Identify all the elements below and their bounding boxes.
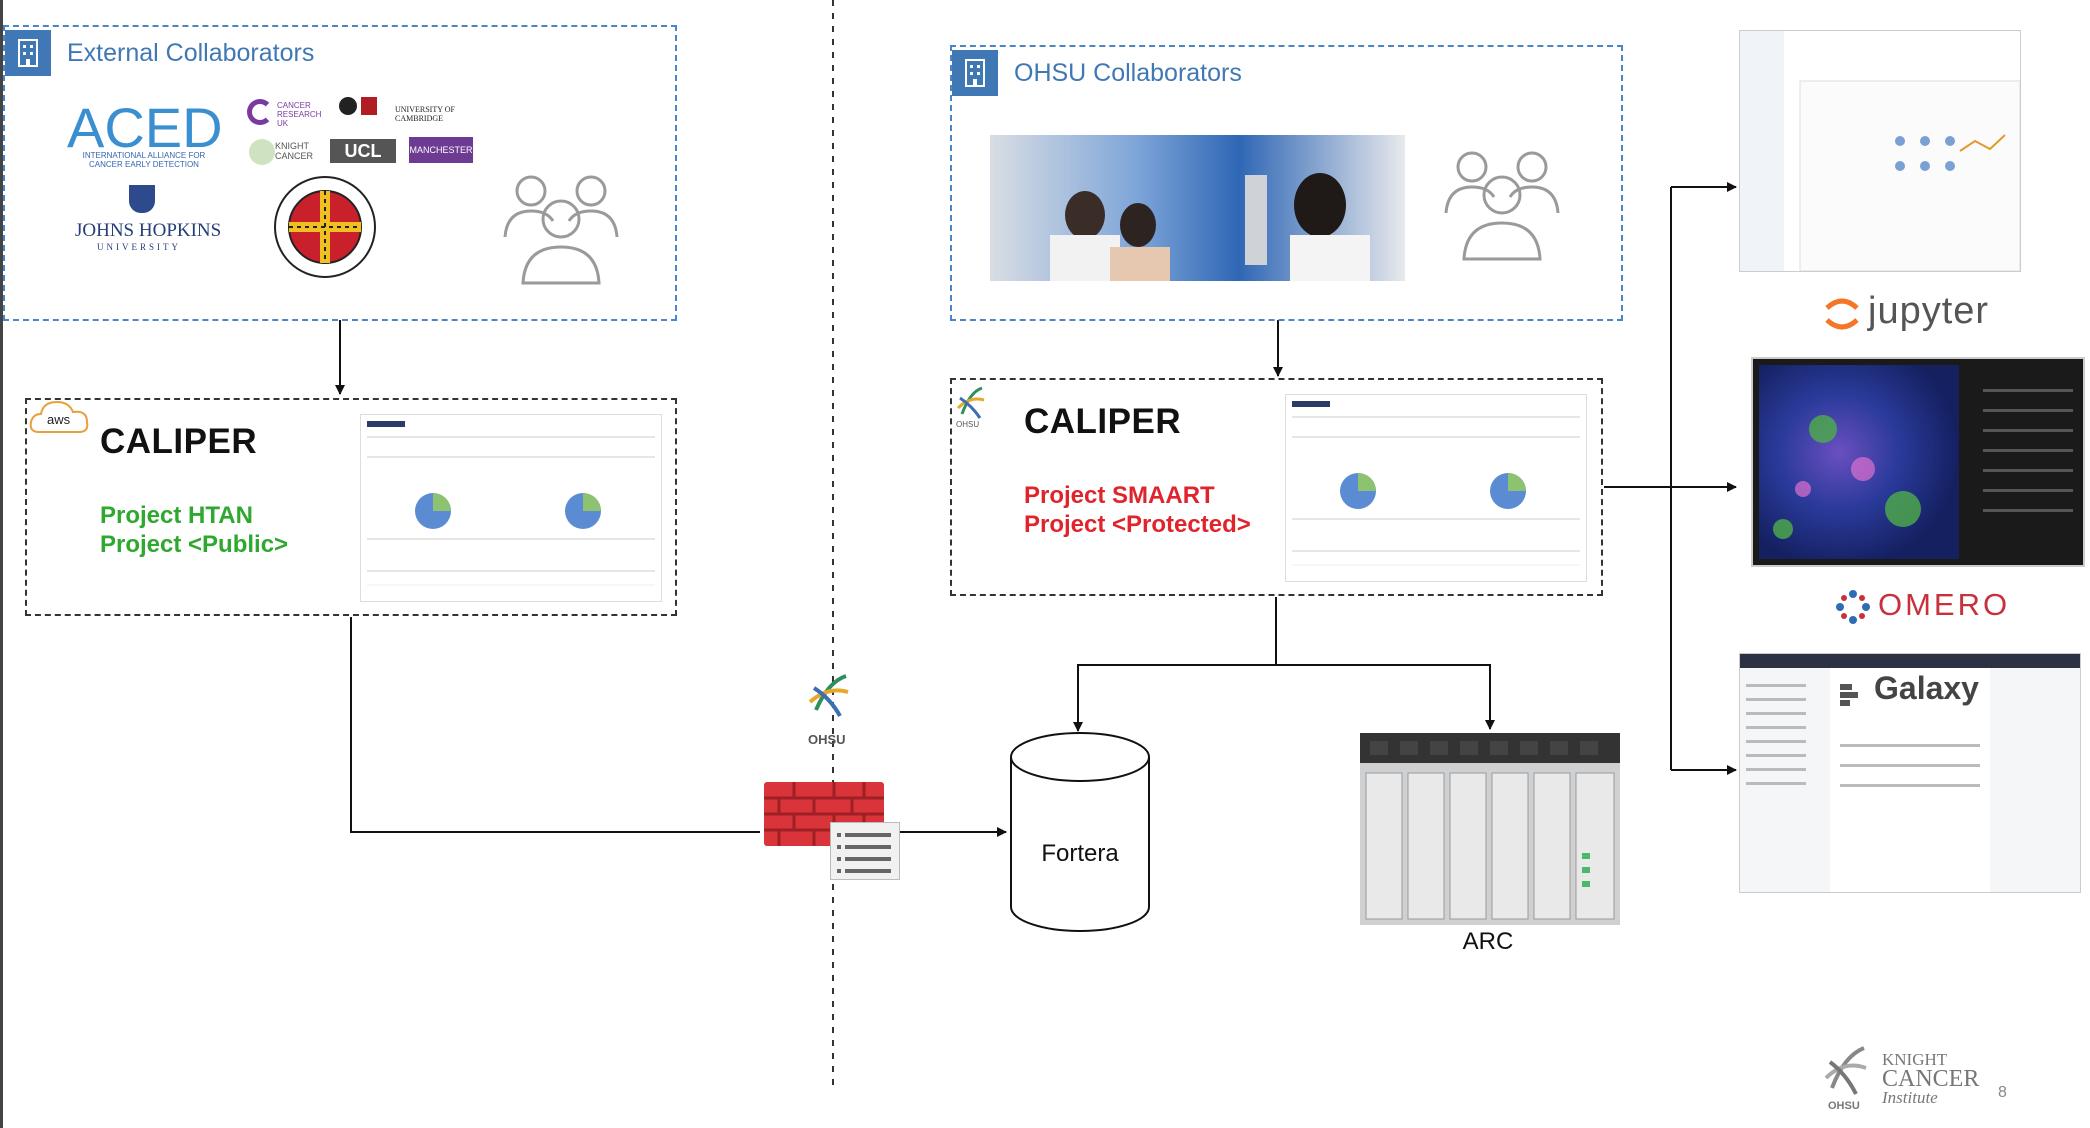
caliper-external-box: aws CALIPER Project HTAN Project <Public… (25, 398, 677, 616)
jhu-logo: JOHNS HOPKINS (75, 220, 222, 241)
arc-server-photo (1360, 733, 1620, 925)
project-smaart-label: Project SMAART (1024, 482, 1215, 509)
cambridge-logo: UNIVERSITY OF CAMBRIDGE (395, 105, 455, 123)
caliper-title: CALIPER (1024, 402, 1182, 441)
arc-label: ARC (1462, 928, 1514, 955)
ucl-logo: UCL (330, 139, 396, 163)
caliper-dashboard-thumbnail (1285, 394, 1587, 582)
galaxy-screenshot-thumbnail (1739, 653, 2081, 893)
ohsu-logo-icon (806, 672, 852, 726)
aws-cloud-icon (29, 396, 91, 436)
building-icon (5, 30, 51, 76)
knight-logo: KNIGHT CANCER (275, 141, 314, 161)
crest-icon (361, 97, 377, 115)
omero-viewer-thumbnail (1751, 357, 2085, 567)
ohsu-collaborators-title: OHSU Collaborators (1014, 59, 1242, 87)
caliper-ohsu-box: OHSU CALIPER Project SMAART Project <Pro… (950, 378, 1603, 596)
kci-cancer-label: CANCER (1882, 1066, 1980, 1092)
slide-left-border (0, 0, 3, 1128)
omero-label: OMERO (1878, 587, 2011, 622)
aws-label: aws (47, 412, 71, 427)
external-collaborators-title: External Collaborators (67, 39, 315, 67)
jupyter-logo-icon (1823, 292, 1861, 336)
kci-logo-icon (1822, 1042, 1870, 1112)
page-number: 8 (1998, 1084, 2007, 1101)
crk-logo: CANCER RESEARCH UK (277, 101, 322, 128)
omero-logo-icon (1836, 590, 1870, 624)
crk-logo-icon (247, 99, 273, 125)
building-icon (952, 50, 998, 96)
external-collaborators-box: External Collaborators ACED INTERNATIONA… (3, 25, 677, 321)
line-aws-caliper-to-firewall (350, 617, 760, 833)
project-public-label: Project <Public> (100, 531, 289, 558)
kci-institute-label: Institute (1882, 1088, 1938, 1107)
jhu-shield-icon (129, 185, 155, 213)
ohsu-collaborators-box: OHSU Collaborators (950, 45, 1623, 321)
caliper-dashboard-thumbnail (360, 414, 662, 602)
firewall-rules-list-icon (830, 822, 900, 880)
kci-ohsu-label: OHSU (1828, 1100, 1860, 1112)
researchers-photo (990, 135, 1405, 281)
galaxy-label: Galaxy (1870, 670, 1983, 707)
manchester-logo: MANCHESTER (409, 137, 473, 163)
fortera-label: Fortera (1041, 840, 1119, 867)
jupyter-screenshot-thumbnail (1739, 30, 2021, 272)
aced-logo-subtitle: INTERNATIONAL ALLIANCE FOR CANCER EARLY … (82, 151, 206, 169)
jupyter-label: jupyter (1868, 290, 1990, 332)
ohsu-logo-icon: OHSU (954, 384, 988, 429)
fortera-storage-cylinder (1009, 731, 1151, 933)
umd-seal-logo (273, 175, 377, 279)
caliper-title: CALIPER (100, 422, 258, 461)
project-htan-label: Project HTAN (100, 502, 253, 529)
users-group-icon (499, 163, 623, 287)
knight-logo-icon (249, 139, 275, 165)
svg-text:OHSU: OHSU (956, 420, 979, 428)
firewall-ohsu-label: OHSU (808, 732, 846, 747)
jhu-logo-subtitle: UNIVERSITY (97, 242, 181, 252)
arrow-to-arc (1077, 664, 1495, 730)
aced-logo: ACED (67, 96, 223, 159)
project-protected-label: Project <Protected> (1024, 511, 1251, 538)
users-group-icon (1440, 139, 1564, 263)
kci-knight-label: KNIGHT (1882, 1050, 1948, 1069)
crest-icon (339, 97, 357, 115)
